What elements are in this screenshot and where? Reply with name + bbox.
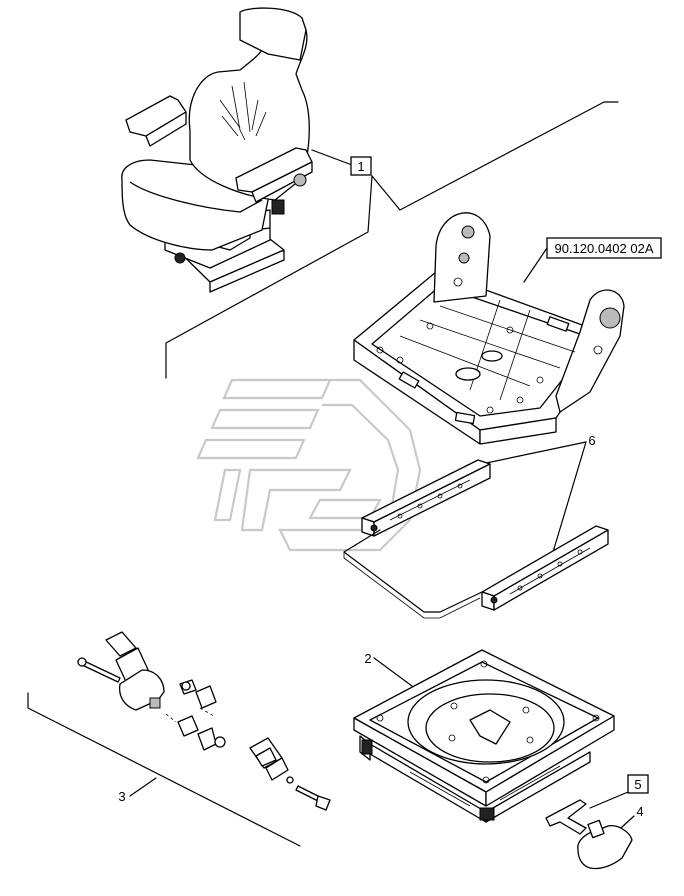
callout-ref-label: 90.120.0402 02A <box>554 241 653 256</box>
callout-2-label[interactable]: 2 <box>364 651 371 666</box>
slide-rails[interactable] <box>343 459 609 619</box>
lever-kit[interactable] <box>545 799 633 870</box>
leader-lines <box>27 101 635 847</box>
callout-1-label: 1 <box>357 159 364 174</box>
seat-belt-kit[interactable] <box>77 631 331 811</box>
seat-assembly[interactable] <box>121 7 313 293</box>
callout-6-label[interactable]: 6 <box>588 433 595 448</box>
swivel-base[interactable] <box>353 649 615 823</box>
watermark-logo <box>196 378 422 552</box>
callout-5[interactable]: 5 <box>627 774 649 794</box>
seat-frame[interactable] <box>353 212 625 445</box>
callout-ref[interactable]: 90.120.0402 02A <box>546 237 662 259</box>
callout-4-label[interactable]: 4 <box>636 804 643 819</box>
callout-3-label[interactable]: 3 <box>118 789 125 804</box>
callout-5-label: 5 <box>634 777 641 792</box>
callout-1[interactable]: 1 <box>350 156 372 176</box>
